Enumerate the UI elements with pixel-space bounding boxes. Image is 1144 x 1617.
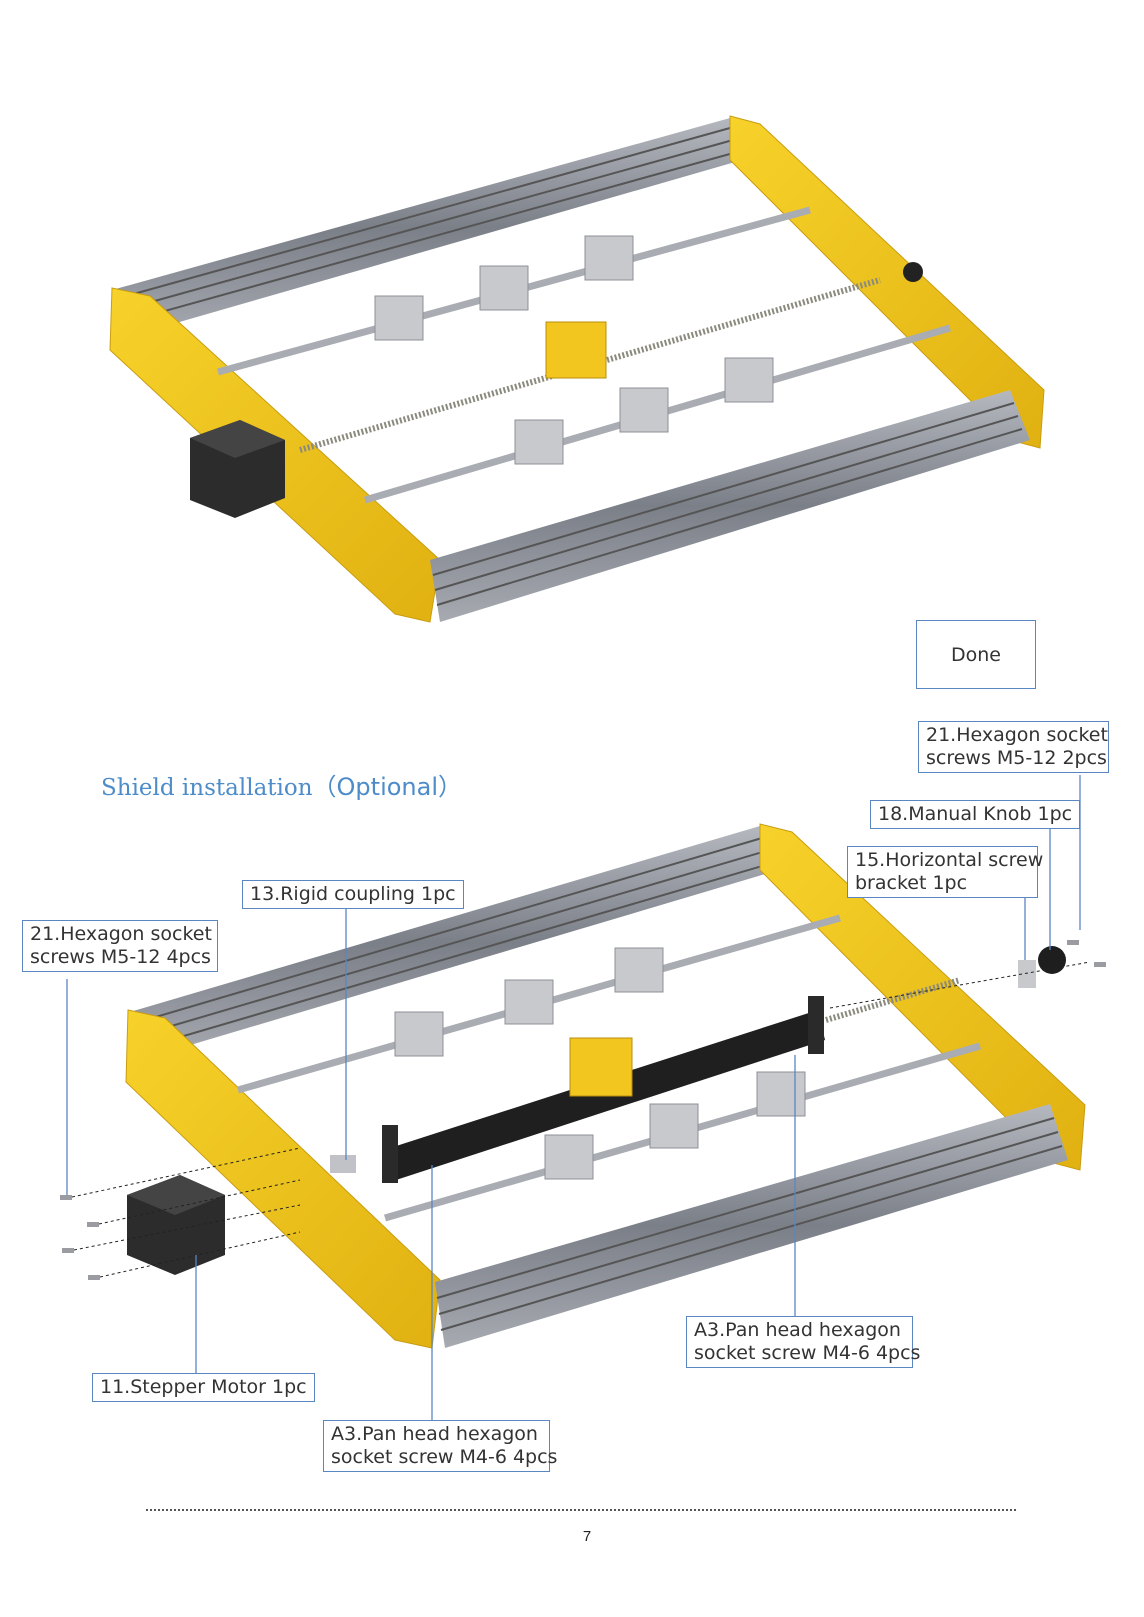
shield-lead-screw [826,980,960,1020]
shield-rod-front [385,1046,980,1218]
stepper-motor [190,420,285,518]
callout-line: A3.Pan head hexagon [331,1423,542,1446]
callout-line: 21.Hexagon socket [926,724,1101,747]
callout-manual-knob: 18.Manual Knob 1pc [870,800,1080,829]
callout-line: A3.Pan head hexagon [694,1319,905,1342]
callout-horizontal-bracket: 15.Horizontal screw bracket 1pc [847,846,1038,898]
loose-screws [60,940,1106,1280]
shield-rod-back [238,918,840,1090]
shield-back-rail [130,826,772,1060]
callout-line: 13.Rigid coupling 1pc [250,883,456,906]
shield-stepper-motor [127,1175,225,1275]
shield-end-cap-right [808,996,824,1054]
callout-stepper-motor: 11.Stepper Motor 1pc [92,1373,315,1402]
shield-bearing-blocks [395,948,805,1179]
callout-line: 18.Manual Knob 1pc [878,803,1072,826]
done-stamp: Done [916,620,1036,689]
done-label: Done [951,644,1001,666]
section-title-optional: （Optional） [313,773,462,801]
footer-divider [146,1509,1016,1511]
callout-line: 15.Horizontal screw [855,849,1030,872]
section-title-main: Shield installation [101,775,313,801]
callout-line: 11.Stepper Motor 1pc [100,1376,307,1399]
callout-line: socket screw M4-6 4pcs [331,1446,542,1469]
callout-hex-screws-2: 21.Hexagon socket screws M5-12 2pcs [918,721,1109,773]
shield-nut-block [570,1038,632,1096]
rigid-coupling [330,1155,356,1173]
shield-front-rail [435,1104,1068,1348]
callout-pan-head-bottom: A3.Pan head hexagon socket screw M4-6 4p… [323,1420,550,1472]
lead-screw-shield [390,1010,825,1180]
section-title: Shield installation（Optional） [101,767,462,802]
callout-line: 21.Hexagon socket [30,923,210,946]
callout-rigid-coupling: 13.Rigid coupling 1pc [242,880,464,909]
page-number: 7 [572,1528,602,1545]
callout-line: bracket 1pc [855,872,1030,895]
shield-left-end-plate [126,1010,440,1348]
explode-lines [72,962,1090,1277]
shield-end-cap-left [382,1125,398,1183]
lead-screw-nut-block [546,322,606,378]
callout-line: socket screw M4-6 4pcs [694,1342,905,1365]
callout-line: screws M5-12 4pcs [30,946,210,969]
callout-pan-head-right: A3.Pan head hexagon socket screw M4-6 4p… [686,1316,913,1368]
assembled-frame-illustration [0,0,1144,660]
manual-knob [903,262,923,282]
shield-manual-knob [1038,946,1066,974]
back-rail [112,118,742,338]
callout-line: screws M5-12 2pcs [926,747,1101,770]
horizontal-screw-bracket [1018,960,1036,988]
callout-hex-screws-4: 21.Hexagon socket screws M5-12 4pcs [22,920,218,972]
